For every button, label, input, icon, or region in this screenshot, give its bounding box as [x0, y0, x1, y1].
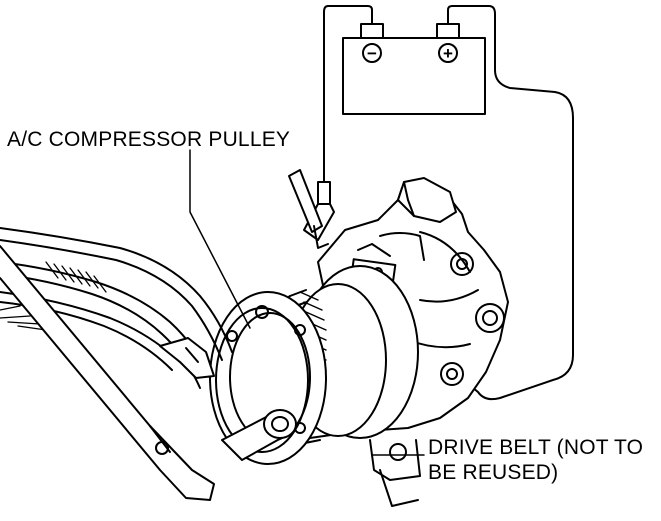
mounting-bracket [369, 439, 421, 507]
battery-negative-terminal [360, 23, 384, 39]
pliers-tool [0, 245, 215, 501]
battery-positive-terminal [436, 23, 460, 39]
positive-symbol-circle [438, 43, 458, 63]
drive-belt-label: DRIVE BELT (NOT TO BE REUSED) [428, 435, 643, 485]
pulley-label: A/C COMPRESSOR PULLEY [7, 128, 291, 151]
drive-belt-label-line2: BE REUSED) [428, 461, 559, 484]
drive-belt-label-line1: DRIVE BELT (NOT TO [428, 436, 644, 459]
positive-lead-wire [389, 5, 574, 401]
negative-symbol: − [367, 44, 377, 63]
pulley-assembly [209, 265, 419, 465]
negative-lead-wire [323, 5, 373, 183]
battery [342, 23, 486, 115]
pulley-leader-line [189, 149, 251, 329]
positive-symbol: + [443, 44, 453, 63]
alligator-clip [288, 169, 335, 249]
negative-symbol-circle [362, 43, 382, 63]
